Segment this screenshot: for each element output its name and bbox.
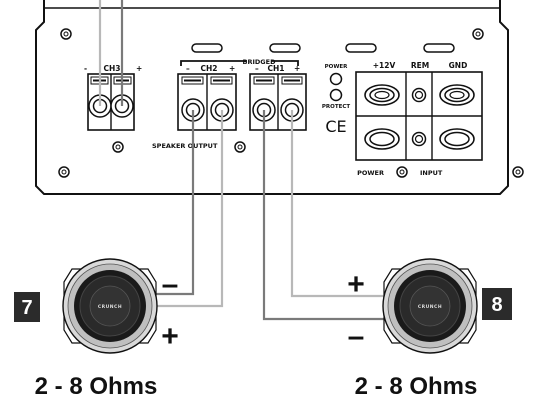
ch1-minus-label: –	[255, 64, 259, 73]
ch1-plus-label: +	[294, 64, 300, 73]
ch3-label: CH3	[104, 64, 121, 73]
protect-led-label: PROTECT	[322, 104, 350, 110]
mounting-screw	[112, 141, 124, 153]
ce-mark: CE	[325, 117, 346, 136]
mounting-screw	[472, 28, 484, 40]
speaker-7-bottom-polarity: +	[161, 320, 179, 353]
mounting-screw	[512, 166, 524, 178]
speaker-7-number: 7	[21, 297, 32, 319]
bridged-bracket-left	[180, 60, 247, 66]
input-gnd-label: GND	[449, 61, 468, 70]
speaker-7-impedance: 2 - 8 Ohms	[35, 373, 158, 400]
speaker-7-brand: CRUNCH	[98, 304, 122, 310]
ch1-label: CH1	[268, 64, 285, 73]
speaker-8-number: 8	[491, 294, 502, 316]
power-led	[329, 72, 343, 86]
ch2-minus-wire	[154, 110, 195, 296]
ch2-plus-label: +	[229, 64, 235, 73]
power-input-label-left: POWER	[357, 169, 384, 177]
input-rem-label: REM	[411, 61, 429, 70]
speaker-8-brand: CRUNCH	[418, 304, 442, 310]
vent-slot	[345, 43, 377, 53]
speaker-8-impedance: 2 - 8 Ohms	[355, 373, 478, 400]
mounting-screw	[60, 28, 72, 40]
input-12v-label: +12V	[373, 61, 396, 70]
vent-slot	[423, 43, 455, 53]
power-input-label-right: INPUT	[420, 169, 443, 177]
speaker-7-badge	[14, 292, 40, 322]
ch3-plus-label: +	[136, 64, 142, 73]
mounting-screw	[396, 166, 408, 178]
mounting-screw	[58, 166, 70, 178]
ch1-terminal-block	[249, 73, 307, 131]
ch1-plus-wire	[290, 110, 384, 298]
speaker-8-badge	[482, 288, 512, 320]
speaker-8-bottom-polarity: –	[348, 320, 365, 353]
ch3-minus-label: -	[84, 64, 87, 73]
ch2-plus-wire	[150, 110, 224, 308]
ch3-terminal-block	[87, 73, 135, 131]
ch2-minus-label: –	[186, 64, 190, 73]
vent-slot	[269, 43, 301, 53]
mounting-screw	[234, 141, 246, 153]
bridged-bracket-right	[271, 60, 299, 66]
ch2-terminal-block	[177, 73, 237, 131]
speaker-8-top-polarity: +	[347, 268, 365, 301]
power-input-block	[355, 71, 483, 161]
ch1-minus-wire	[262, 110, 384, 321]
speaker-8: CRUNCH	[382, 258, 478, 354]
speaker-7: CRUNCH	[62, 258, 158, 354]
ch2-label: CH2	[201, 64, 218, 73]
vent-slot	[191, 43, 223, 53]
speaker-7-top-polarity: –	[162, 268, 179, 301]
protect-led	[329, 88, 343, 102]
bridged-label: BRIDGED	[243, 58, 277, 66]
power-led-label: POWER	[325, 64, 349, 70]
speaker-output-label: SPEAKER OUTPUT	[152, 142, 218, 150]
